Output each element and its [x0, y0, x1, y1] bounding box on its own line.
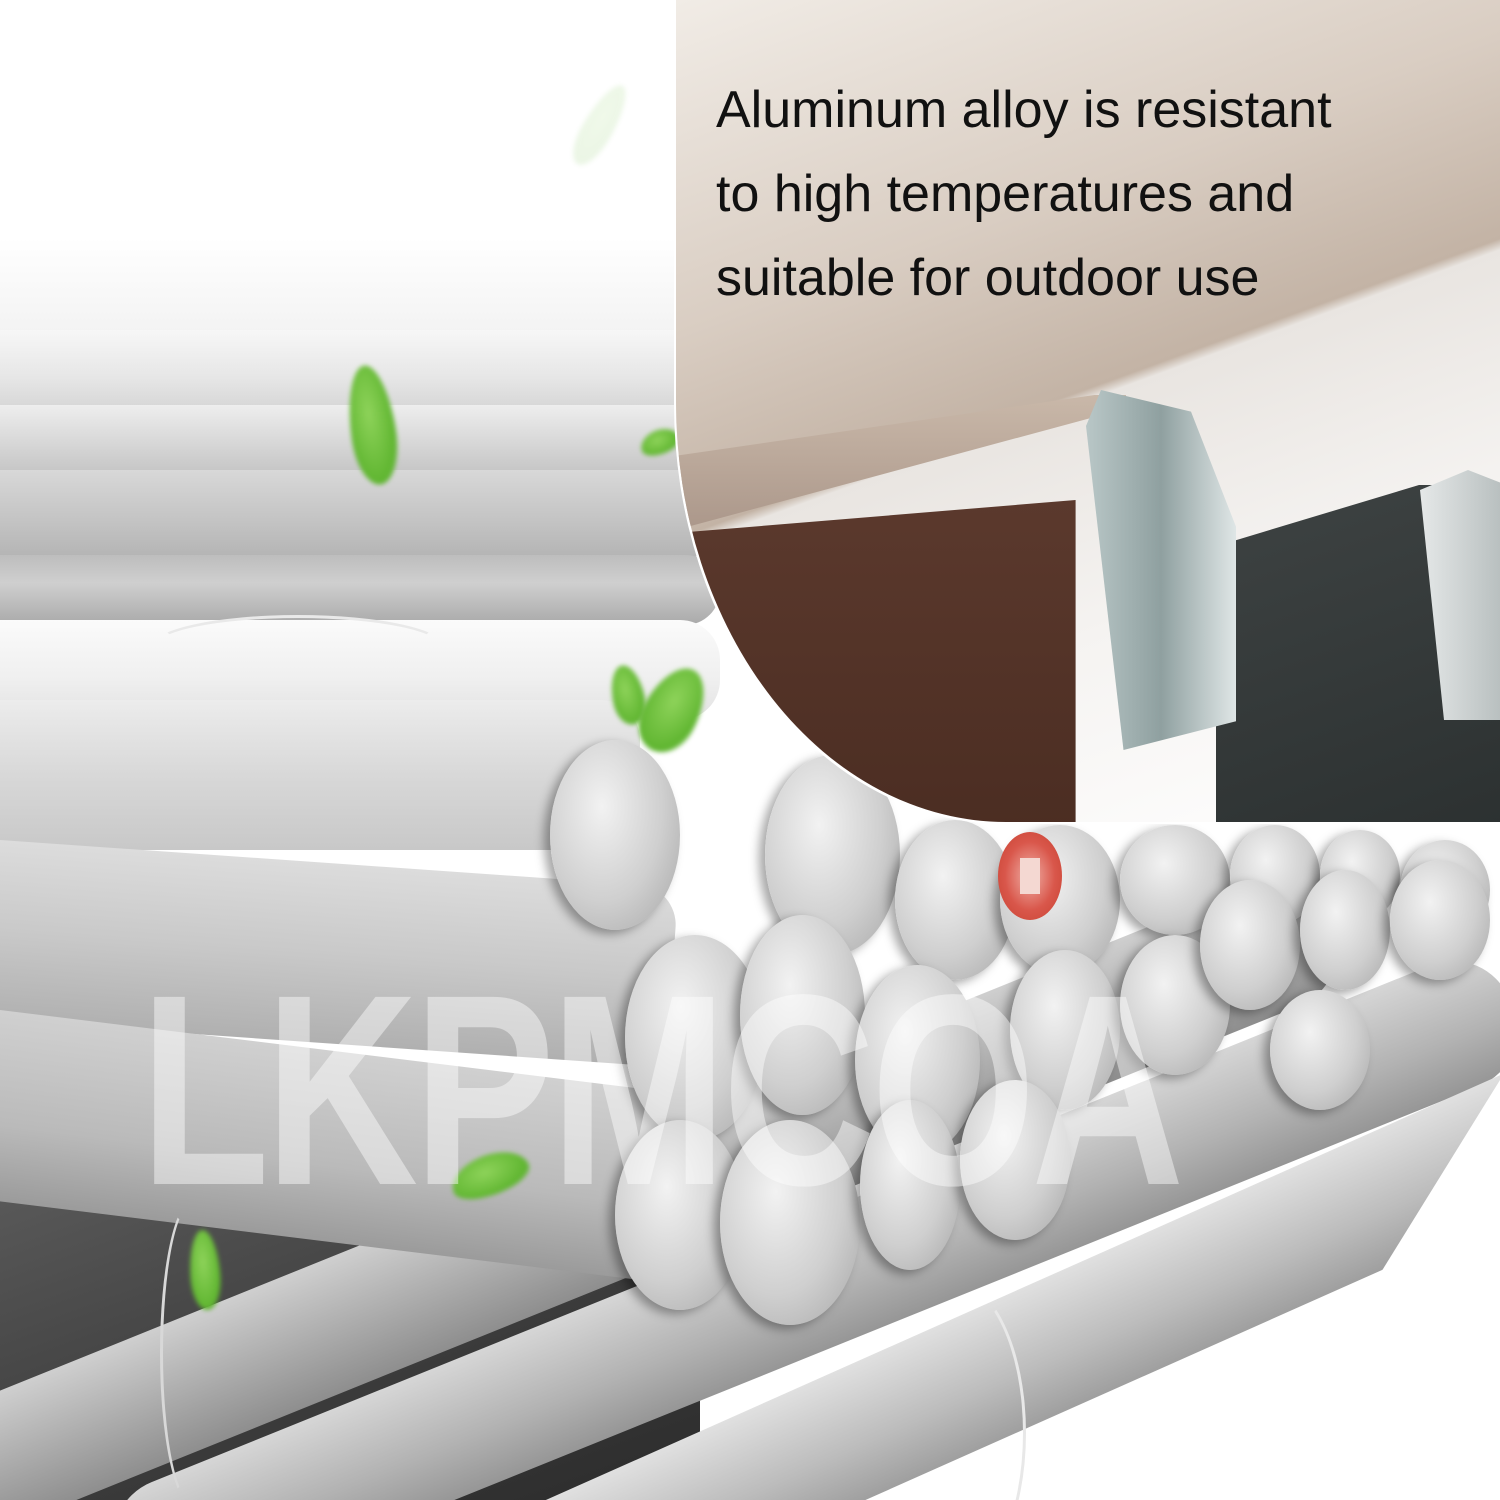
rod-end-face: [550, 740, 680, 930]
aluminum-rod: [0, 700, 640, 850]
rod-end-face: [1200, 880, 1300, 1010]
white-corner: [1240, 1080, 1500, 1500]
caption-line: to high temperatures and: [716, 165, 1295, 223]
rod-end-face: [895, 820, 1015, 980]
rod-end-face: [740, 915, 865, 1115]
red-label-sticker: [998, 832, 1062, 920]
caption-line: suitable for outdoor use: [716, 249, 1260, 307]
brand-watermark: LKPMCOA: [140, 938, 1184, 1242]
rod-end-face: [1270, 990, 1370, 1110]
feature-caption: Aluminum alloy is resistant to high temp…: [716, 68, 1496, 320]
rod-end-face: [1300, 870, 1390, 990]
rod-end-face: [720, 1120, 860, 1325]
rod-end-face: [860, 1100, 960, 1270]
brown-aluminum-profile: [676, 500, 1076, 822]
binding-wire: [160, 1200, 226, 1500]
inset-photo-panel: Aluminum alloy is resistant to high temp…: [676, 0, 1500, 822]
binding-wire: [150, 615, 446, 681]
rod-end-face: [1390, 860, 1490, 980]
aluminum-rod: [0, 555, 720, 625]
rod-end-face: [960, 1080, 1070, 1240]
caption-line: Aluminum alloy is resistant: [716, 81, 1332, 139]
aluminum-rod: [0, 470, 720, 560]
